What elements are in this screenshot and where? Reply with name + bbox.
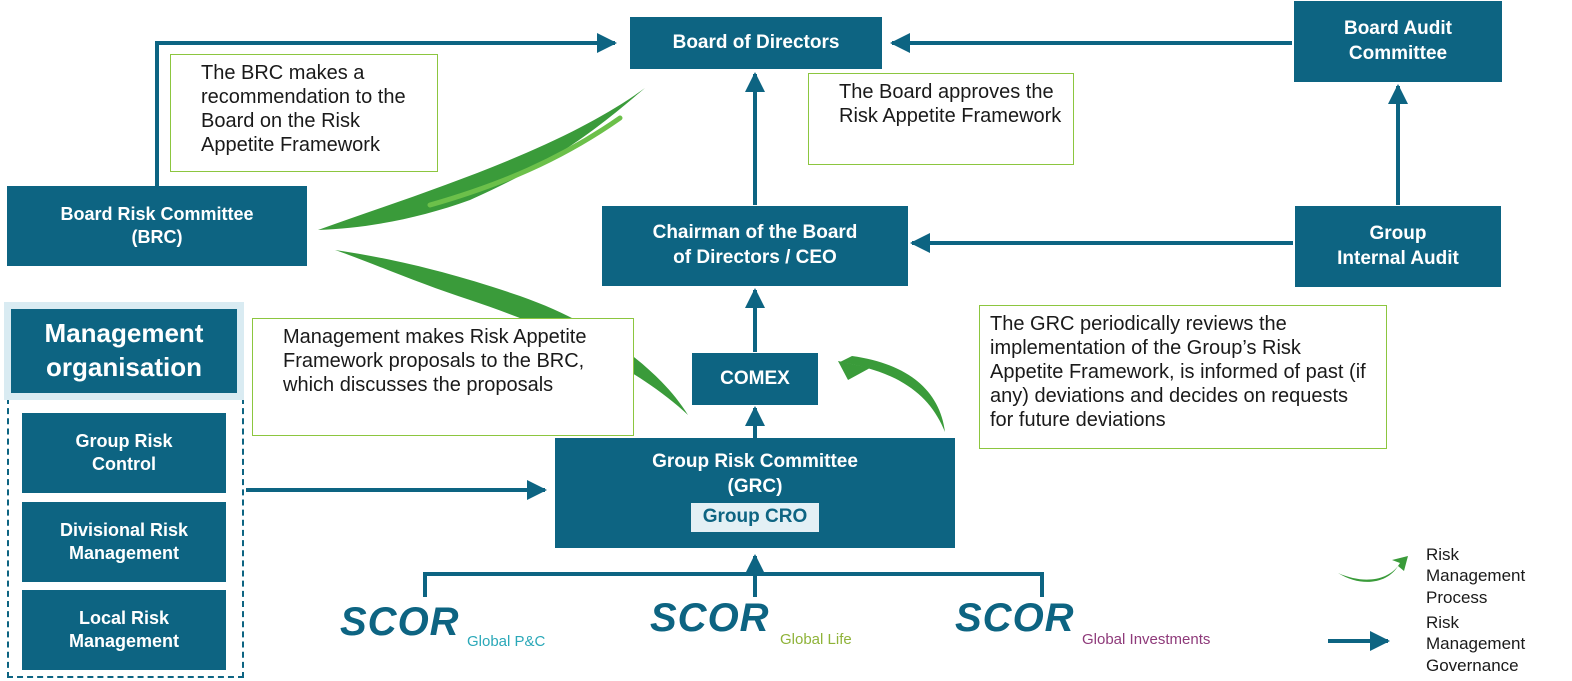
management-item-label: Local Risk Management	[68, 607, 180, 651]
legend-process-icon	[1338, 556, 1408, 582]
management-item-group-risk-control: Group Risk Control	[22, 413, 226, 493]
scor-global-life-logo: SCOR Global Life	[650, 596, 880, 656]
management-item-divisional-risk-management: Divisional Risk Management	[22, 502, 226, 582]
note-board-approves: The Board approves the Risk Appetite Fra…	[808, 73, 1074, 165]
group-internal-audit-box: Group Internal Audit	[1295, 206, 1501, 287]
group-internal-audit-label: Group Internal Audit	[1337, 222, 1459, 269]
note-brc-recommendation: The BRC makes a recommendation to the Bo…	[170, 54, 438, 172]
entities-bracket	[423, 572, 1044, 597]
group-risk-committee-label: Group Risk Committee (GRC)	[652, 451, 858, 497]
process-swoosh-brc-to-board-highlight	[427, 115, 623, 208]
board-risk-committee-box: Board Risk Committee (BRC)	[7, 186, 307, 266]
group-cro-label: Group CRO	[690, 503, 820, 533]
board-of-directors-label: Board of Directors	[672, 31, 840, 53]
scor-global-investments-logo: SCOR Global Investments	[955, 596, 1235, 656]
group-risk-committee-box: Group Risk Committee (GRC) Group CRO	[555, 438, 955, 548]
note-grc-reviews: The GRC periodically reviews the impleme…	[979, 305, 1387, 449]
legend-process-label: Risk Management Process	[1426, 545, 1526, 607]
process-swoosh-grc-to-comex	[840, 356, 945, 432]
note-management-proposals-text: Management makes Risk Appetite Framework…	[283, 326, 587, 396]
management-title-label: Management organisation	[44, 318, 204, 382]
process-swoosh-grc-to-comex-head	[838, 361, 870, 380]
management-item-label: Group Risk Control	[75, 430, 173, 474]
management-title: Management organisation	[11, 309, 237, 393]
management-header: Management organisation	[4, 302, 244, 400]
note-grc-reviews-text: The GRC periodically reviews the impleme…	[990, 313, 1366, 431]
scor-global-pc-logo: SCOR Global P&C	[340, 600, 570, 660]
scor-division-label: Global Investments	[1082, 631, 1211, 648]
note-board-approves-text: The Board approves the Risk Appetite Fra…	[839, 81, 1062, 127]
comex-box: COMEX	[692, 353, 818, 405]
scor-division-label: Global P&C	[467, 633, 546, 650]
board-audit-committee-box: Board Audit Committee	[1294, 1, 1502, 82]
board-audit-committee-label: Board Audit Committee	[1343, 17, 1452, 64]
board-of-directors-box: Board of Directors	[630, 17, 882, 69]
management-item-local-risk-management: Local Risk Management	[22, 590, 226, 670]
chairman-ceo-box: Chairman of the Board of Directors / CEO	[602, 206, 908, 286]
chairman-ceo-label: Chairman of the Board of Directors / CEO	[652, 222, 858, 268]
comex-label: COMEX	[720, 367, 790, 389]
note-brc-recommendation-text: The BRC makes a recommendation to the Bo…	[201, 62, 406, 156]
arrow-brc-to-board	[155, 33, 617, 186]
management-item-label: Divisional Risk Management	[59, 519, 189, 563]
scor-wordmark: SCOR	[340, 600, 460, 644]
board-risk-committee-label: Board Risk Committee (BRC)	[60, 203, 254, 247]
scor-wordmark: SCOR	[650, 596, 770, 640]
note-management-proposals: Management makes Risk Appetite Framework…	[252, 318, 634, 436]
scor-wordmark: SCOR	[955, 596, 1075, 640]
legend-governance-label: Risk Management Governance	[1426, 613, 1526, 675]
scor-division-label: Global Life	[780, 631, 852, 648]
